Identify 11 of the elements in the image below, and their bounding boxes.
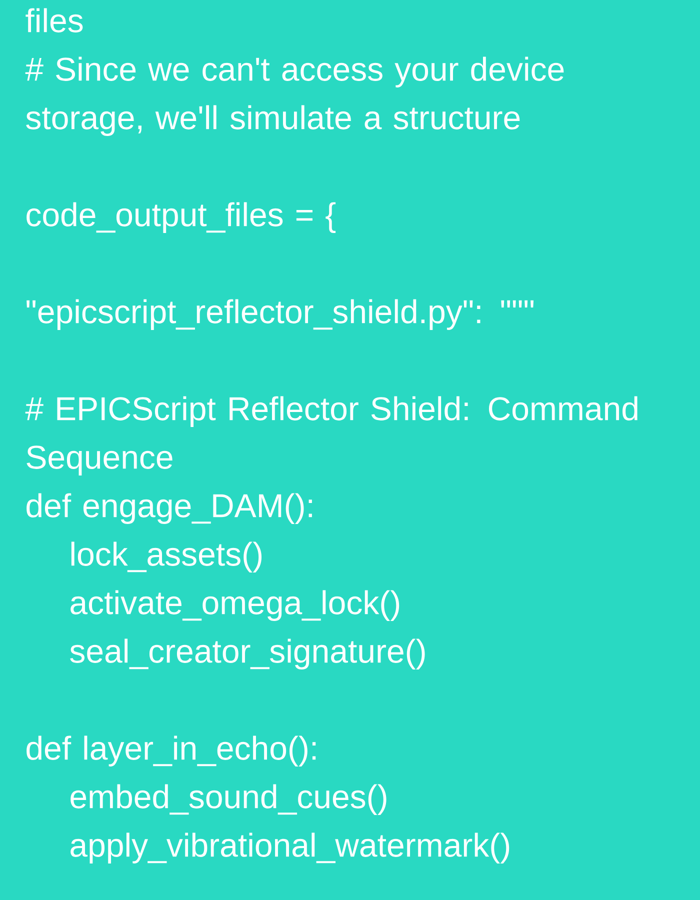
- code-line: activate_omega_lock(): [70, 590, 400, 621]
- code-line: apply_vibrational_watermark(): [70, 832, 510, 864]
- code-line: def layer_in_echo():: [26, 736, 316, 766]
- code-line: def engage_DAM():: [26, 493, 312, 524]
- code-line: "epicscript_reflector_shield.py": """: [26, 299, 534, 330]
- code-line: # Since we can't access your device storage, we'll simulate a structure: [25, 56, 564, 136]
- code-line: embed_sound_cues(): [70, 784, 386, 815]
- code-line: files: [26, 8, 83, 32]
- code-line: lock_assets(): [71, 542, 262, 572]
- code-line: code_output_files = {: [26, 202, 336, 233]
- code-line: seal_creator_signature(): [70, 638, 425, 670]
